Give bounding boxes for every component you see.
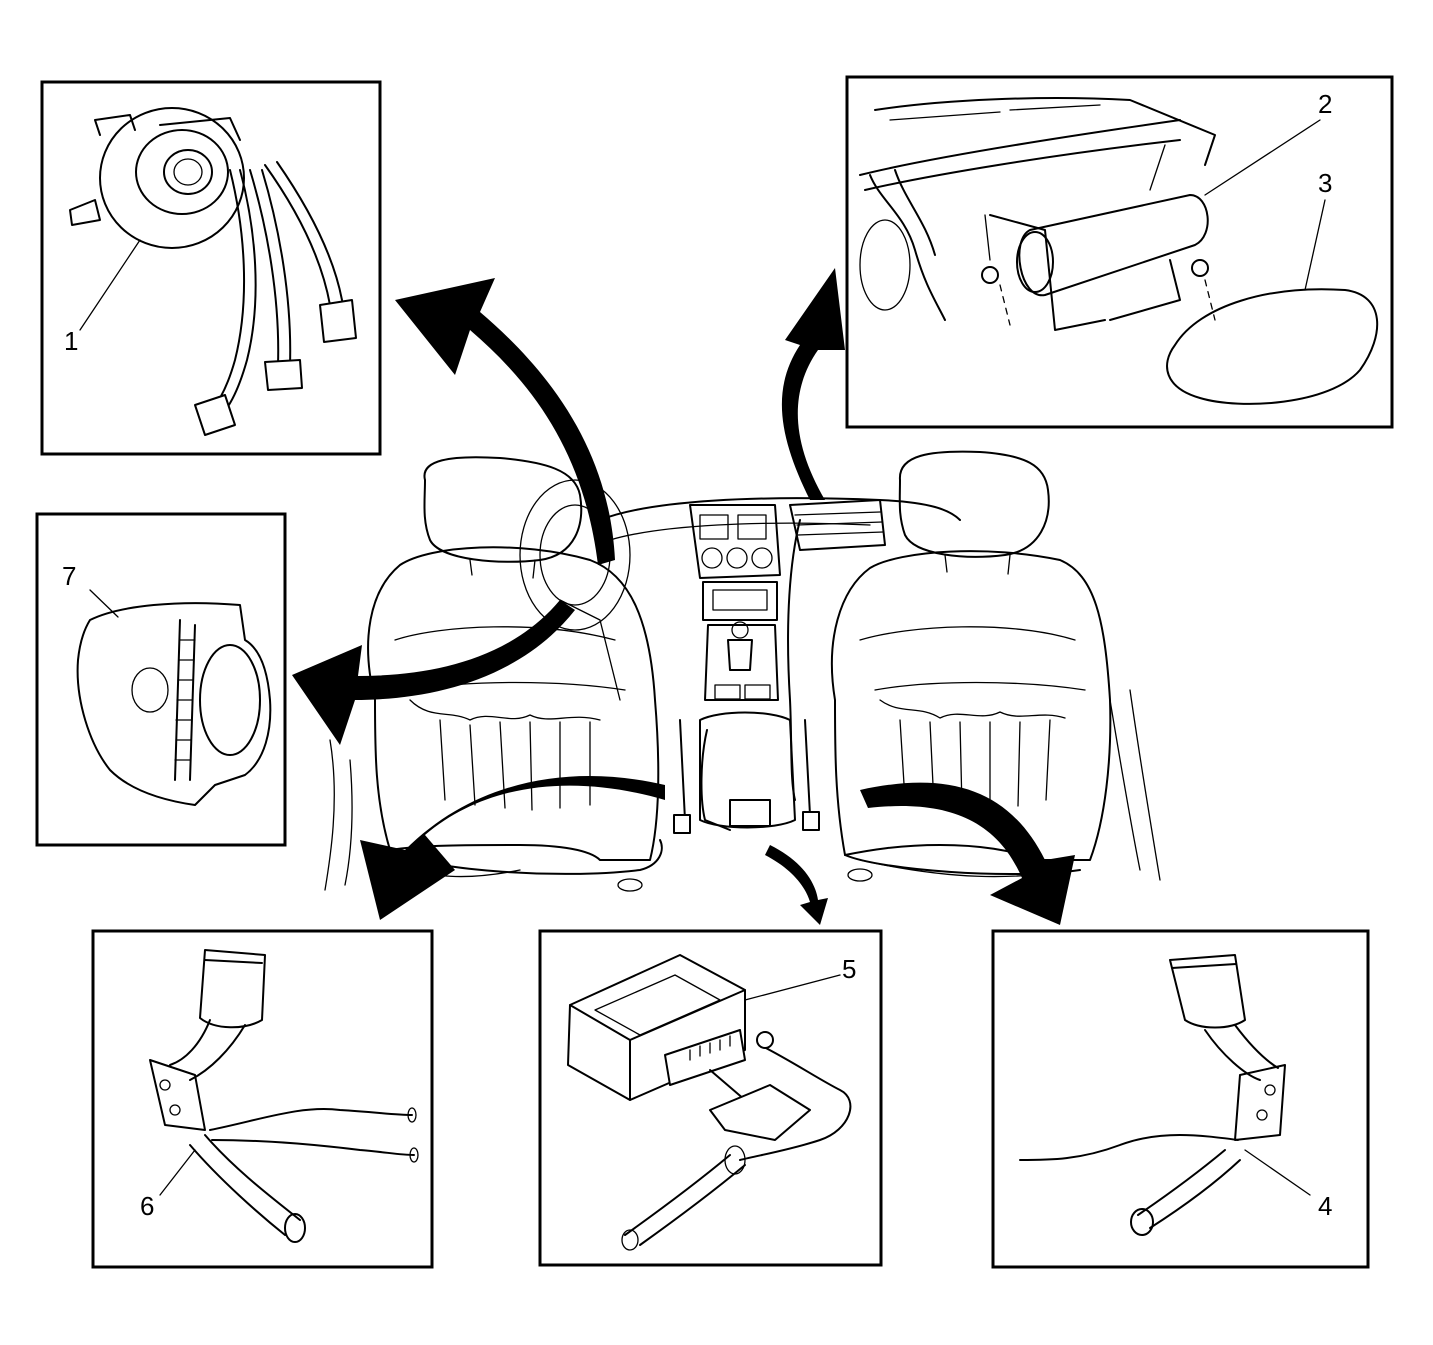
- inset-driver-airbag: 7: [35, 512, 287, 847]
- inset-right-pretensioner: 4: [991, 929, 1370, 1269]
- callout-1: 1: [64, 326, 78, 356]
- arrow-to-sdm: [765, 845, 828, 925]
- arrow-to-coil: [395, 278, 615, 565]
- arrow-to-right-pretensioner: [860, 782, 1075, 925]
- arrow-to-driver-airbag: [292, 600, 575, 745]
- callout-7: 7: [62, 561, 76, 591]
- callout-4: 4: [1318, 1191, 1332, 1221]
- inset-passenger-airbag: 2 3: [845, 75, 1394, 429]
- arrow-to-passenger-airbag: [781, 268, 845, 500]
- callout-3: 3: [1318, 168, 1332, 198]
- vehicle-interior-view: [324, 450, 1161, 892]
- callout-5: 5: [842, 954, 856, 984]
- callout-6: 6: [140, 1191, 154, 1221]
- inset-steering-coil: 1: [40, 80, 382, 456]
- pointer-arrows: [292, 268, 1075, 925]
- arrow-to-left-pretensioner: [360, 776, 665, 920]
- inset-left-pretensioner: 6: [91, 929, 434, 1269]
- callout-2: 2: [1318, 89, 1332, 119]
- inset-sdm: 5: [538, 929, 883, 1267]
